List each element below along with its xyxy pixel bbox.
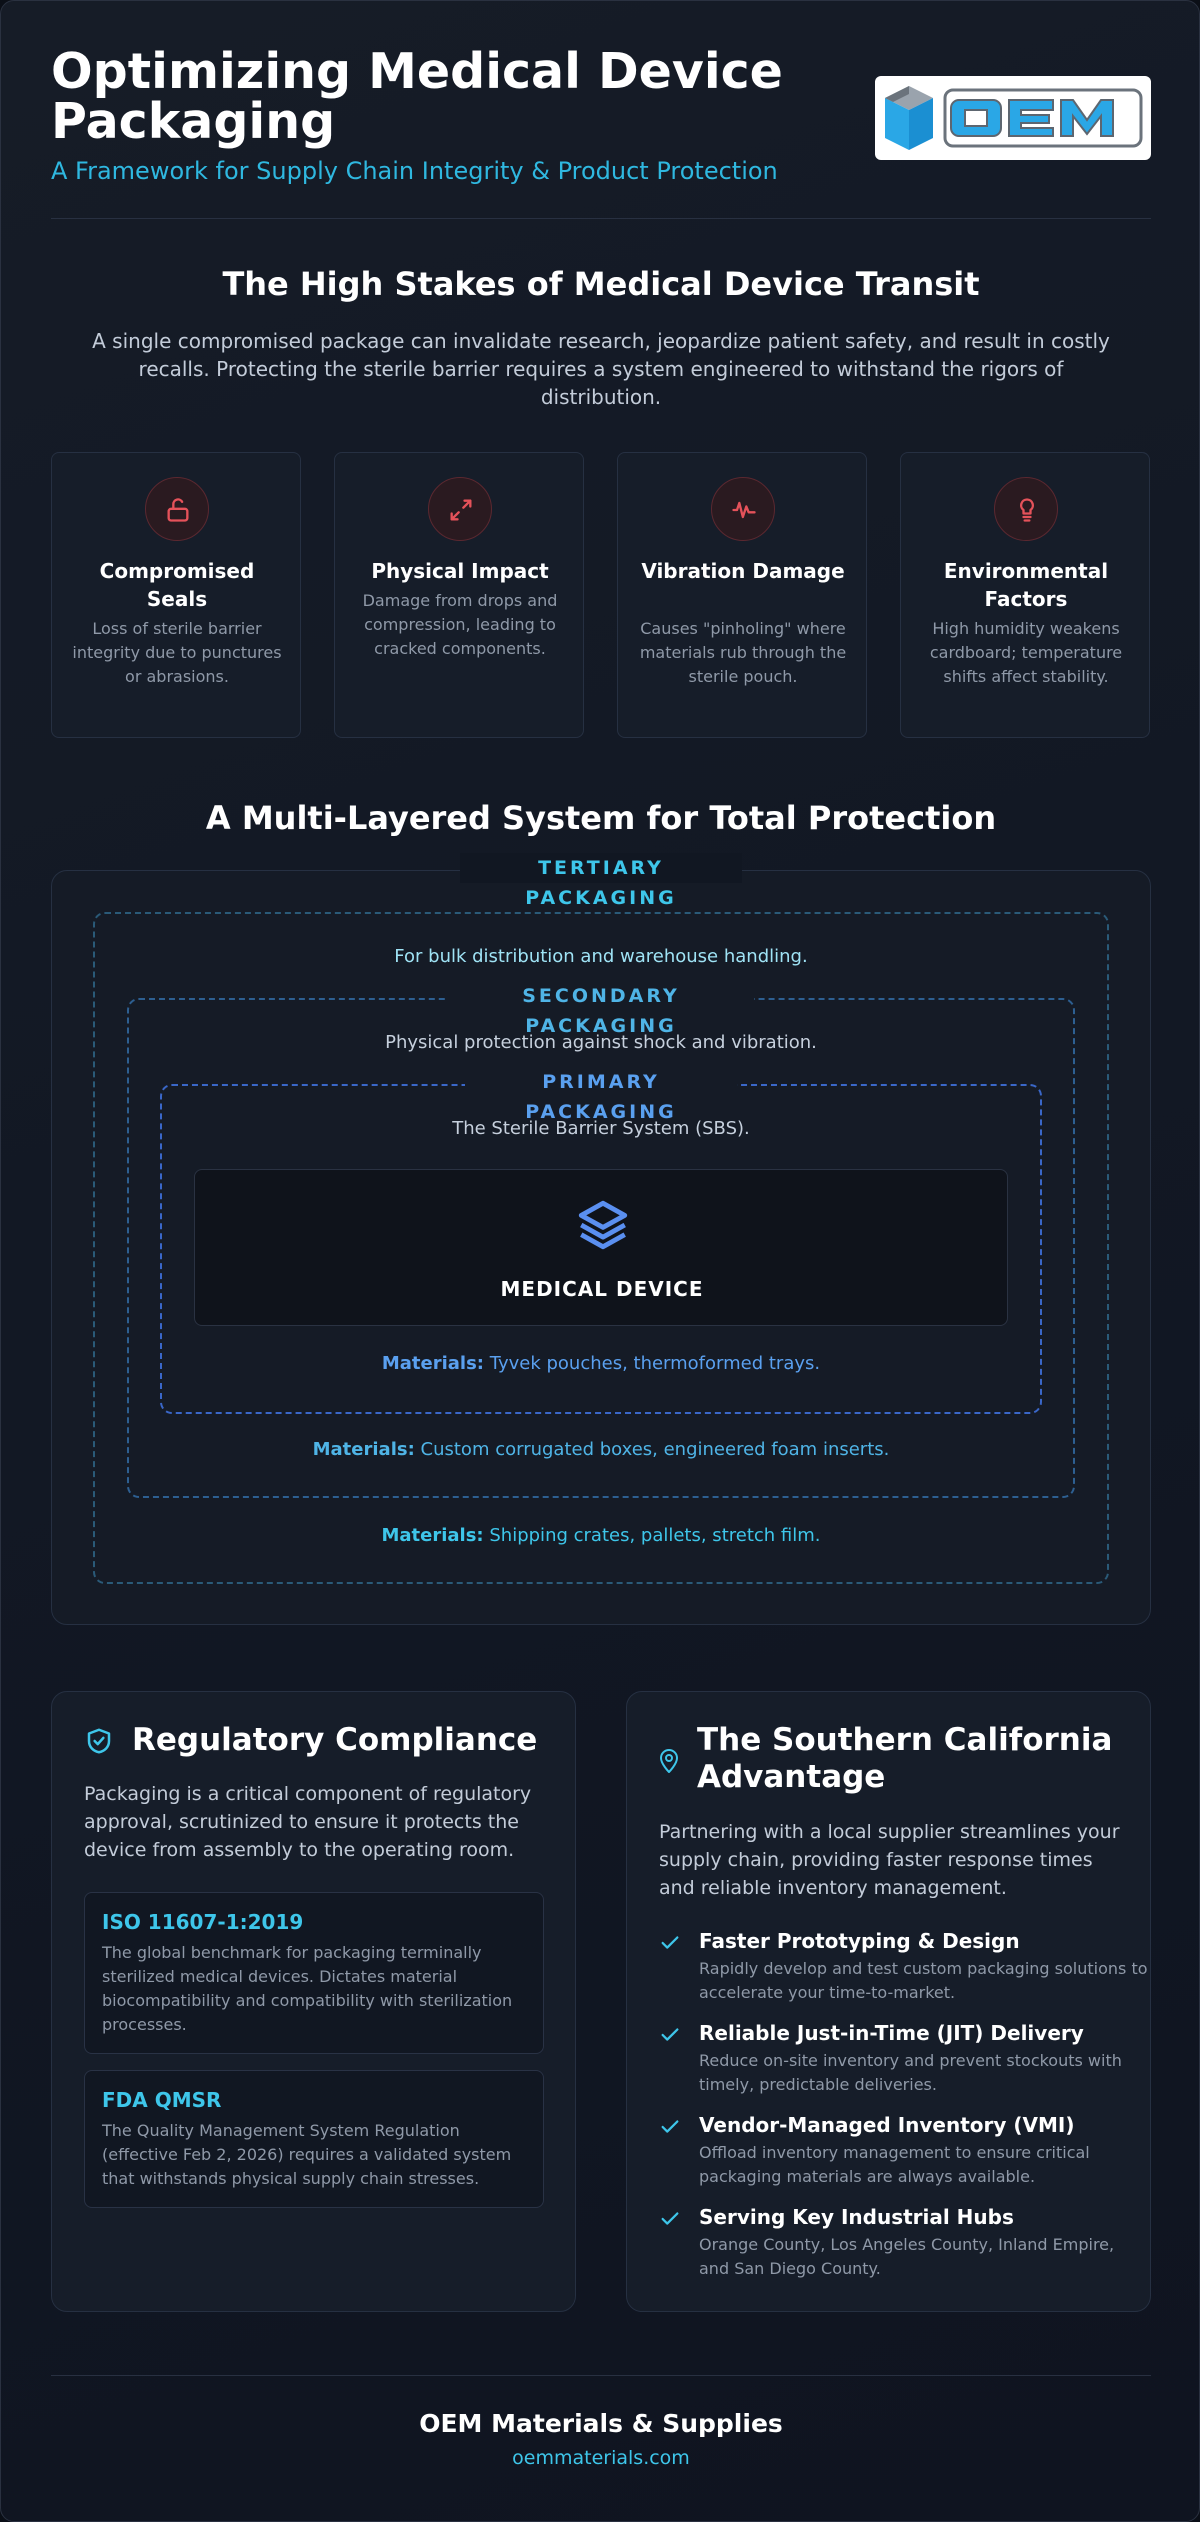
risk-card-vibration: Vibration Damage Causes "pinholing" wher… [617,452,867,738]
risk-card-environment: Environmental Factors High humidity weak… [900,452,1150,738]
compliance-title: Regulatory Compliance [132,1722,538,1758]
materials-label: Materials: [312,1439,415,1460]
tertiary-materials: Materials: Shipping crates, pallets, str… [93,1525,1109,1546]
standard-title: ISO 11607-1:2019 [102,1910,304,1934]
check-icon [661,2212,679,2225]
secondary-label: SECONDARY PACKAGING [448,981,754,1037]
primary-label: PRIMARY PACKAGING [465,1067,737,1123]
risk-title: Vibration Damage [641,559,845,583]
oem-logo-text [943,88,1143,148]
impact-arrows-icon [428,477,492,541]
primary-materials: Materials: Tyvek pouches, thermoformed t… [160,1353,1042,1374]
materials-text: Tyvek pouches, thermoformed trays. [489,1353,821,1374]
advantage-item-desc: Orange County, Los Angeles County, Inlan… [699,2235,1115,2278]
tertiary-label: TERTIARY PACKAGING [460,853,742,909]
lightbulb-icon [994,477,1058,541]
advantage-item: Serving Key Industrial Hubs Orange Count… [659,2205,1149,2285]
risk-desc: Loss of sterile barrier integrity due to… [72,619,282,686]
oem-logo [875,76,1151,160]
risk-desc: High humidity weakens cardboard; tempera… [929,619,1123,686]
box-logo-icon [885,86,933,150]
standard-fda: FDA QMSR The Quality Management System R… [84,2070,544,2208]
advantage-item-desc: Reduce on-site inventory and prevent sto… [699,2051,1122,2094]
risk-desc: Causes "pinholing" where materials rub t… [639,619,847,686]
standard-desc: The Quality Management System Regulation… [102,2121,512,2188]
standard-desc: The global benchmark for packaging termi… [102,1943,513,2034]
tertiary-layer-border [93,912,1109,1584]
layers-title: A Multi-Layered System for Total Protect… [205,799,997,837]
secondary-desc: Physical protection against shock and vi… [385,1032,817,1053]
primary-desc: The Sterile Barrier System (SBS). [452,1118,750,1139]
footer-website-link[interactable]: oemmaterials.com [512,2447,690,2469]
compliance-text: Packaging is a critical component of reg… [84,1783,532,1861]
header: Optimizing Medical Device Packaging A Fr… [51,43,1151,185]
advantage-item: Vendor-Managed Inventory (VMI) Offload i… [659,2113,1149,2193]
advantage-item: Reliable Just-in-Time (JIT) Delivery Red… [659,2021,1149,2101]
materials-label: Materials: [381,1525,484,1546]
check-icon [661,2028,679,2041]
check-icon [661,1936,679,1949]
layers-icon [578,1200,628,1250]
footer-divider [51,2375,1151,2376]
footer-company: OEM Materials & Supplies [419,2409,783,2438]
risk-title: Compromised Seals [99,559,255,611]
standard-iso: ISO 11607-1:2019 The global benchmark fo… [84,1892,544,2054]
vibration-wave-icon [711,477,775,541]
advantage-item-title: Serving Key Industrial Hubs [699,2205,1014,2229]
risk-card-seals: Compromised Seals Loss of sterile barrie… [51,452,301,738]
unlock-icon [145,477,209,541]
tertiary-desc: For bulk distribution and warehouse hand… [394,946,808,967]
advantage-title: The Southern California Advantage [697,1722,1113,1795]
secondary-materials: Materials: Custom corrugated boxes, engi… [127,1439,1075,1460]
risk-title: Physical Impact [371,559,549,583]
advantage-item-desc: Rapidly develop and test custom packagin… [699,1959,1148,2002]
shield-check-icon [87,1728,111,1754]
advantage-item-title: Vendor-Managed Inventory (VMI) [699,2113,1075,2137]
device-label: MEDICAL DEVICE [500,1277,704,1301]
location-pin-icon [660,1749,678,1773]
advantage-text: Partnering with a local supplier streaml… [659,1821,1120,1899]
risk-desc: Damage from drops and compression, leadi… [362,591,558,658]
advantage-item-title: Faster Prototyping & Design [699,1929,1020,1953]
page-subtitle: A Framework for Supply Chain Integrity &… [51,157,778,185]
stakes-title: The High Stakes of Medical Device Transi… [222,265,980,303]
check-icon [661,2120,679,2133]
advantage-item: Faster Prototyping & Design Rapidly deve… [659,1929,1149,2009]
page-title: Optimizing Medical Device Packaging [51,43,783,150]
risk-title: Environmental Factors [943,559,1109,611]
materials-text: Custom corrugated boxes, engineered foam… [420,1439,890,1460]
advantage-card: The Southern California Advantage Partne… [626,1691,1151,2312]
advantage-item-title: Reliable Just-in-Time (JIT) Delivery [699,2021,1084,2045]
risk-card-impact: Physical Impact Damage from drops and co… [334,452,584,738]
standard-title: FDA QMSR [102,2088,222,2112]
compliance-card: Regulatory Compliance Packaging is a cri… [51,1691,576,2312]
medical-device-core: MEDICAL DEVICE [194,1169,1008,1326]
materials-text: Shipping crates, pallets, stretch film. [489,1525,821,1546]
advantage-item-desc: Offload inventory management to ensure c… [699,2143,1090,2186]
header-divider [51,218,1151,219]
materials-label: Materials: [381,1353,485,1374]
stakes-intro: A single compromised package can invalid… [92,329,1110,409]
